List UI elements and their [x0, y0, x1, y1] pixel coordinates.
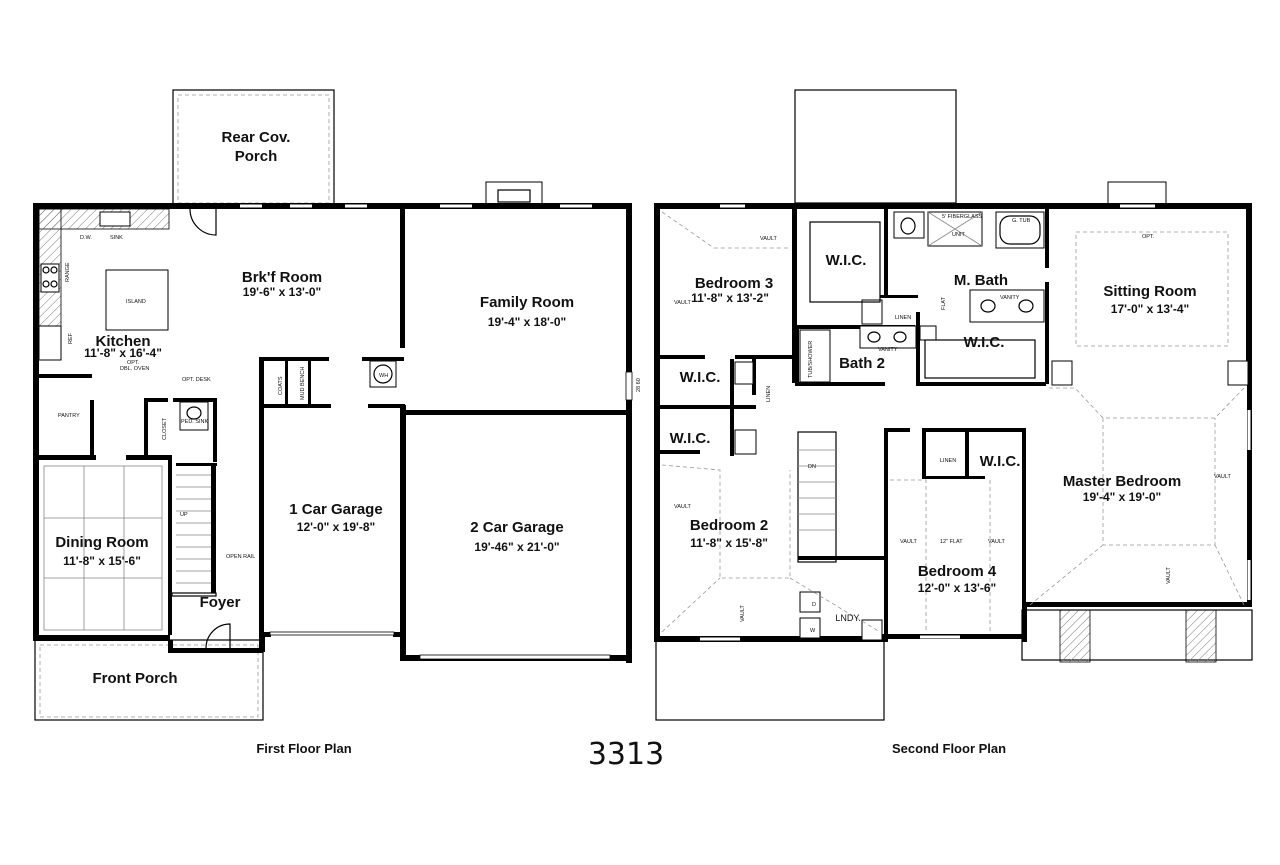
bedroom-2-label: Bedroom 2: [690, 517, 768, 534]
window-size-note: 28 60: [636, 378, 642, 392]
flat-note: FLAT: [941, 296, 947, 310]
kitchen-dims: 11'-8" x 16'-4": [84, 346, 162, 360]
vault-note-8: VAULT: [1166, 566, 1172, 584]
garden-tub-note: G. TUB: [1012, 218, 1031, 224]
linen-note-1: LINEN: [895, 315, 911, 321]
breakfast-room-dims: 19'-6" x 13'-0": [243, 285, 321, 299]
dbl-oven-note: DBL. OVEN: [120, 366, 149, 372]
kitchen-label: Kitchen: [95, 333, 150, 350]
bedroom-4-dims: 12'-0" x 13'-6": [918, 581, 996, 595]
vault-note-6: VAULT: [988, 539, 1006, 545]
opt-note: OPT.: [127, 360, 140, 366]
wic-label-3: W.I.C.: [680, 369, 721, 386]
bedroom-2-dims: 11'-8" x 15'-8": [690, 536, 768, 550]
sink-note: SINK: [110, 235, 123, 241]
vault-note-3: VAULT: [674, 504, 692, 510]
shower-unit-note: UNIT: [952, 232, 965, 238]
second-floor-plan: [654, 89, 1253, 721]
opt-fireplace-note: OPT.: [1142, 234, 1155, 240]
dryer-note: D: [812, 602, 816, 608]
coats-note: COATS: [278, 376, 284, 395]
ped-sink-note: PED. SINK: [181, 419, 209, 425]
laundry-label: LNDY.: [835, 613, 860, 623]
bath-2-label: Bath 2: [839, 355, 885, 372]
foyer-label: Foyer: [200, 594, 241, 611]
sitting-room-label: Sitting Room: [1103, 283, 1196, 300]
first-floor-caption: First Floor Plan: [256, 741, 351, 756]
ref-note: REF: [68, 332, 74, 344]
two-car-garage-label: 2 Car Garage: [470, 519, 563, 536]
fiberglass-note: 5' FIBERGLASS: [942, 214, 983, 220]
second-floor-labels: Bedroom 3 11'-8" x 13'-2" W.I.C. M. Bath…: [670, 214, 1232, 756]
dining-room-label: Dining Room: [55, 534, 148, 551]
rear-porch-label: Rear Cov.: [222, 129, 291, 146]
front-porch-label: Front Porch: [93, 670, 178, 687]
tub-shower-note: TUB/SHOWER: [808, 341, 814, 378]
bedroom-3-label: Bedroom 3: [695, 275, 773, 292]
closet-note: CLOSET: [162, 417, 168, 440]
open-rail-note: OPEN RAIL: [226, 554, 255, 560]
stair-up-note: UP: [180, 512, 188, 518]
first-floor-labels: Rear Cov. Porch Brk'f Room 19'-6" x 13'-…: [55, 129, 642, 756]
first-floor-exterior-wall-top: [33, 203, 402, 209]
vault-note-5: VAULT: [900, 539, 918, 545]
bedroom-3-dims: 11'-8" x 13'-2": [691, 291, 769, 305]
vault-note-2: VAULT: [674, 300, 692, 306]
wic-label-5: W.I.C.: [980, 453, 1021, 470]
wic-label-2: W.I.C.: [964, 334, 1005, 351]
first-floor-exterior-wall-right: [626, 203, 632, 663]
linen-note-2: LINEN: [766, 386, 772, 402]
range-note: RANGE: [65, 262, 71, 282]
one-car-garage-label: 1 Car Garage: [289, 501, 382, 518]
bedroom-4-label: Bedroom 4: [918, 563, 997, 580]
vault-lines: [661, 211, 1245, 633]
one-car-garage-dims: 12'-0" x 19'-8": [297, 520, 375, 534]
master-bath-label: M. Bath: [954, 272, 1008, 289]
water-heater-note: WH: [379, 373, 388, 379]
two-car-garage-dims: 19'-46" x 21'-0": [474, 540, 559, 554]
flat-12-note: 12" FLAT: [940, 539, 963, 545]
bath-2-vanity-note: VANITY: [878, 347, 898, 353]
master-bedroom-dims: 19'-4" x 19'-0": [1083, 490, 1161, 504]
dining-room-dims: 11'-8" x 15'-6": [63, 554, 141, 568]
sitting-room-dims: 17'-0" x 13'-4": [1111, 302, 1189, 316]
family-room-dims: 19'-4" x 18'-0": [488, 315, 566, 329]
island-note: ISLAND: [126, 299, 146, 305]
wic-label-4: W.I.C.: [670, 430, 711, 447]
family-room-label: Family Room: [480, 294, 574, 311]
pantry-note: PANTRY: [58, 413, 80, 419]
rear-porch-label-2: Porch: [235, 148, 278, 165]
dishwasher-note: D.W.: [80, 235, 92, 241]
roof-below-front: [655, 639, 885, 721]
vault-note-4: VAULT: [740, 604, 746, 622]
vault-note-1: VAULT: [760, 236, 778, 242]
first-floor-exterior-wall-left: [33, 203, 39, 640]
washer-note: W: [810, 628, 816, 634]
master-bedroom-label: Master Bedroom: [1063, 473, 1181, 490]
roof-below-rear: [794, 89, 957, 204]
stair-down-note: DN: [808, 464, 816, 470]
plan-number: 3313: [588, 737, 664, 772]
first-floor-plan: [33, 89, 633, 721]
wic-label-1: W.I.C.: [826, 252, 867, 269]
opt-desk-note: OPT. DESK: [182, 377, 211, 383]
mud-bench-note: MUD BENCH: [300, 367, 306, 400]
dining-ceiling-grid: [43, 465, 163, 631]
master-vanity-note: VANITY: [1000, 295, 1020, 301]
vault-note-7: VAULT: [1214, 474, 1232, 480]
second-floor-caption: Second Floor Plan: [892, 741, 1006, 756]
linen-note-3: LINEN: [940, 458, 956, 464]
breakfast-room-label: Brk'f Room: [242, 269, 322, 286]
